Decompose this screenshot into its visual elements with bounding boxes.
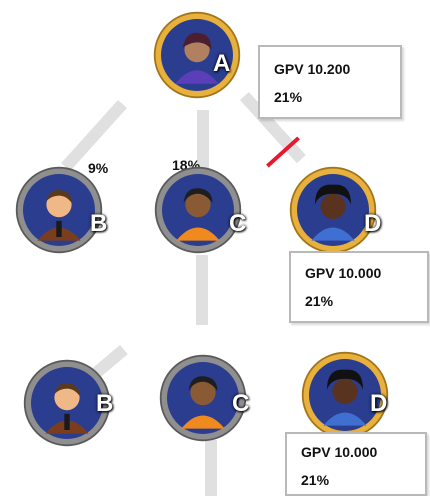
- connector-c-down: [196, 255, 208, 325]
- person-icon: [15, 166, 103, 254]
- person-icon: [289, 166, 377, 254]
- percent-label-b1: 9%: [88, 160, 109, 176]
- node-c1-avatar[interactable]: [153, 165, 243, 255]
- gpv-box-d1: GPV 10.000 21%: [289, 251, 429, 323]
- person-icon: [301, 351, 389, 439]
- node-a-letter: A: [213, 50, 231, 77]
- node-b2-letter: B: [96, 390, 114, 417]
- node-b1-avatar[interactable]: [14, 165, 104, 255]
- node-d1-avatar[interactable]: [288, 165, 378, 255]
- node-d2-letter: D: [370, 390, 388, 417]
- node-a-avatar[interactable]: [152, 10, 242, 100]
- node-d1-letter: D: [364, 210, 382, 237]
- connector-bottom-c-down: [205, 440, 217, 496]
- gpv-box-d2: GPV 10.000 21%: [285, 432, 427, 496]
- person-icon: [159, 354, 247, 442]
- node-c1-letter: C: [229, 210, 247, 237]
- node-b2-avatar[interactable]: [22, 358, 112, 448]
- person-icon: [153, 11, 241, 99]
- connector-a-to-c: [197, 110, 209, 170]
- node-c2-letter: C: [232, 390, 250, 417]
- gpv-value-a: GPV 10.200: [274, 61, 351, 77]
- gpv-percent-a: 21%: [274, 89, 303, 105]
- gpv-percent-d1: 21%: [305, 293, 334, 309]
- gpv-box-a: GPV 10.200 21%: [258, 45, 402, 119]
- gpv-percent-d2: 21%: [301, 472, 330, 488]
- person-icon: [154, 166, 242, 254]
- node-d2-avatar[interactable]: [300, 350, 390, 440]
- person-icon: [23, 359, 111, 447]
- node-c2-avatar[interactable]: [158, 353, 248, 443]
- gpv-value-d2: GPV 10.000: [301, 444, 378, 460]
- node-b1-letter: B: [90, 210, 108, 237]
- gpv-value-d1: GPV 10.000: [305, 265, 382, 281]
